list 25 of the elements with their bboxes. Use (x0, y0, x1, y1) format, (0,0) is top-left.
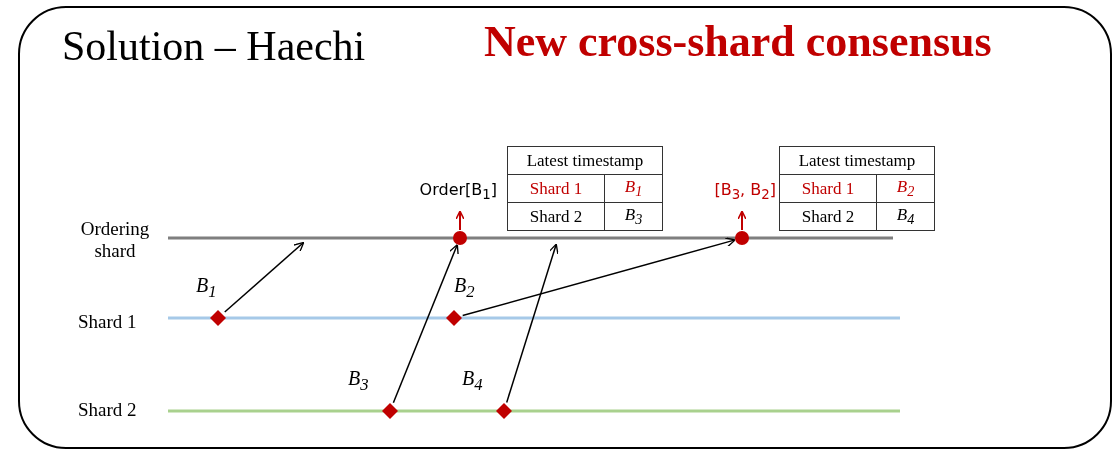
slide-title: Solution – Haechi (62, 22, 366, 70)
table-cell: Shard 1 (779, 174, 877, 203)
lane-label: Shard 1 (78, 311, 137, 333)
block-label: B$_{4}$ (462, 367, 483, 395)
table-header: Latest timestamp (507, 146, 663, 175)
arrow (461, 237, 736, 317)
table-cell: B$_{1}$ (604, 174, 663, 203)
order-label: [B$_{3}$, B$_{2}$] (714, 180, 776, 203)
arrow (505, 243, 559, 404)
block-label: B$_{1}$ (196, 274, 217, 302)
arrow (224, 241, 305, 313)
table-header: Latest timestamp (779, 146, 935, 175)
table-cell: B$_{2}$ (876, 174, 935, 203)
table-cell: Shard 2 (779, 202, 877, 231)
table-cell: Shard 1 (507, 174, 605, 203)
arrow (392, 243, 459, 404)
slide-heading: New cross-shard consensus (484, 16, 992, 67)
order-label: Order[B$_{1}$] (419, 180, 497, 203)
table-cell: B$_{3}$ (604, 202, 663, 231)
lane-label: Ordering shard (79, 218, 151, 262)
lane-label: Shard 2 (78, 399, 137, 421)
table-cell: B$_{4}$ (876, 202, 935, 231)
block-label: B$_{3}$ (348, 367, 369, 395)
table-cell: Shard 2 (507, 202, 605, 231)
block-label: B$_{2}$ (454, 274, 475, 302)
